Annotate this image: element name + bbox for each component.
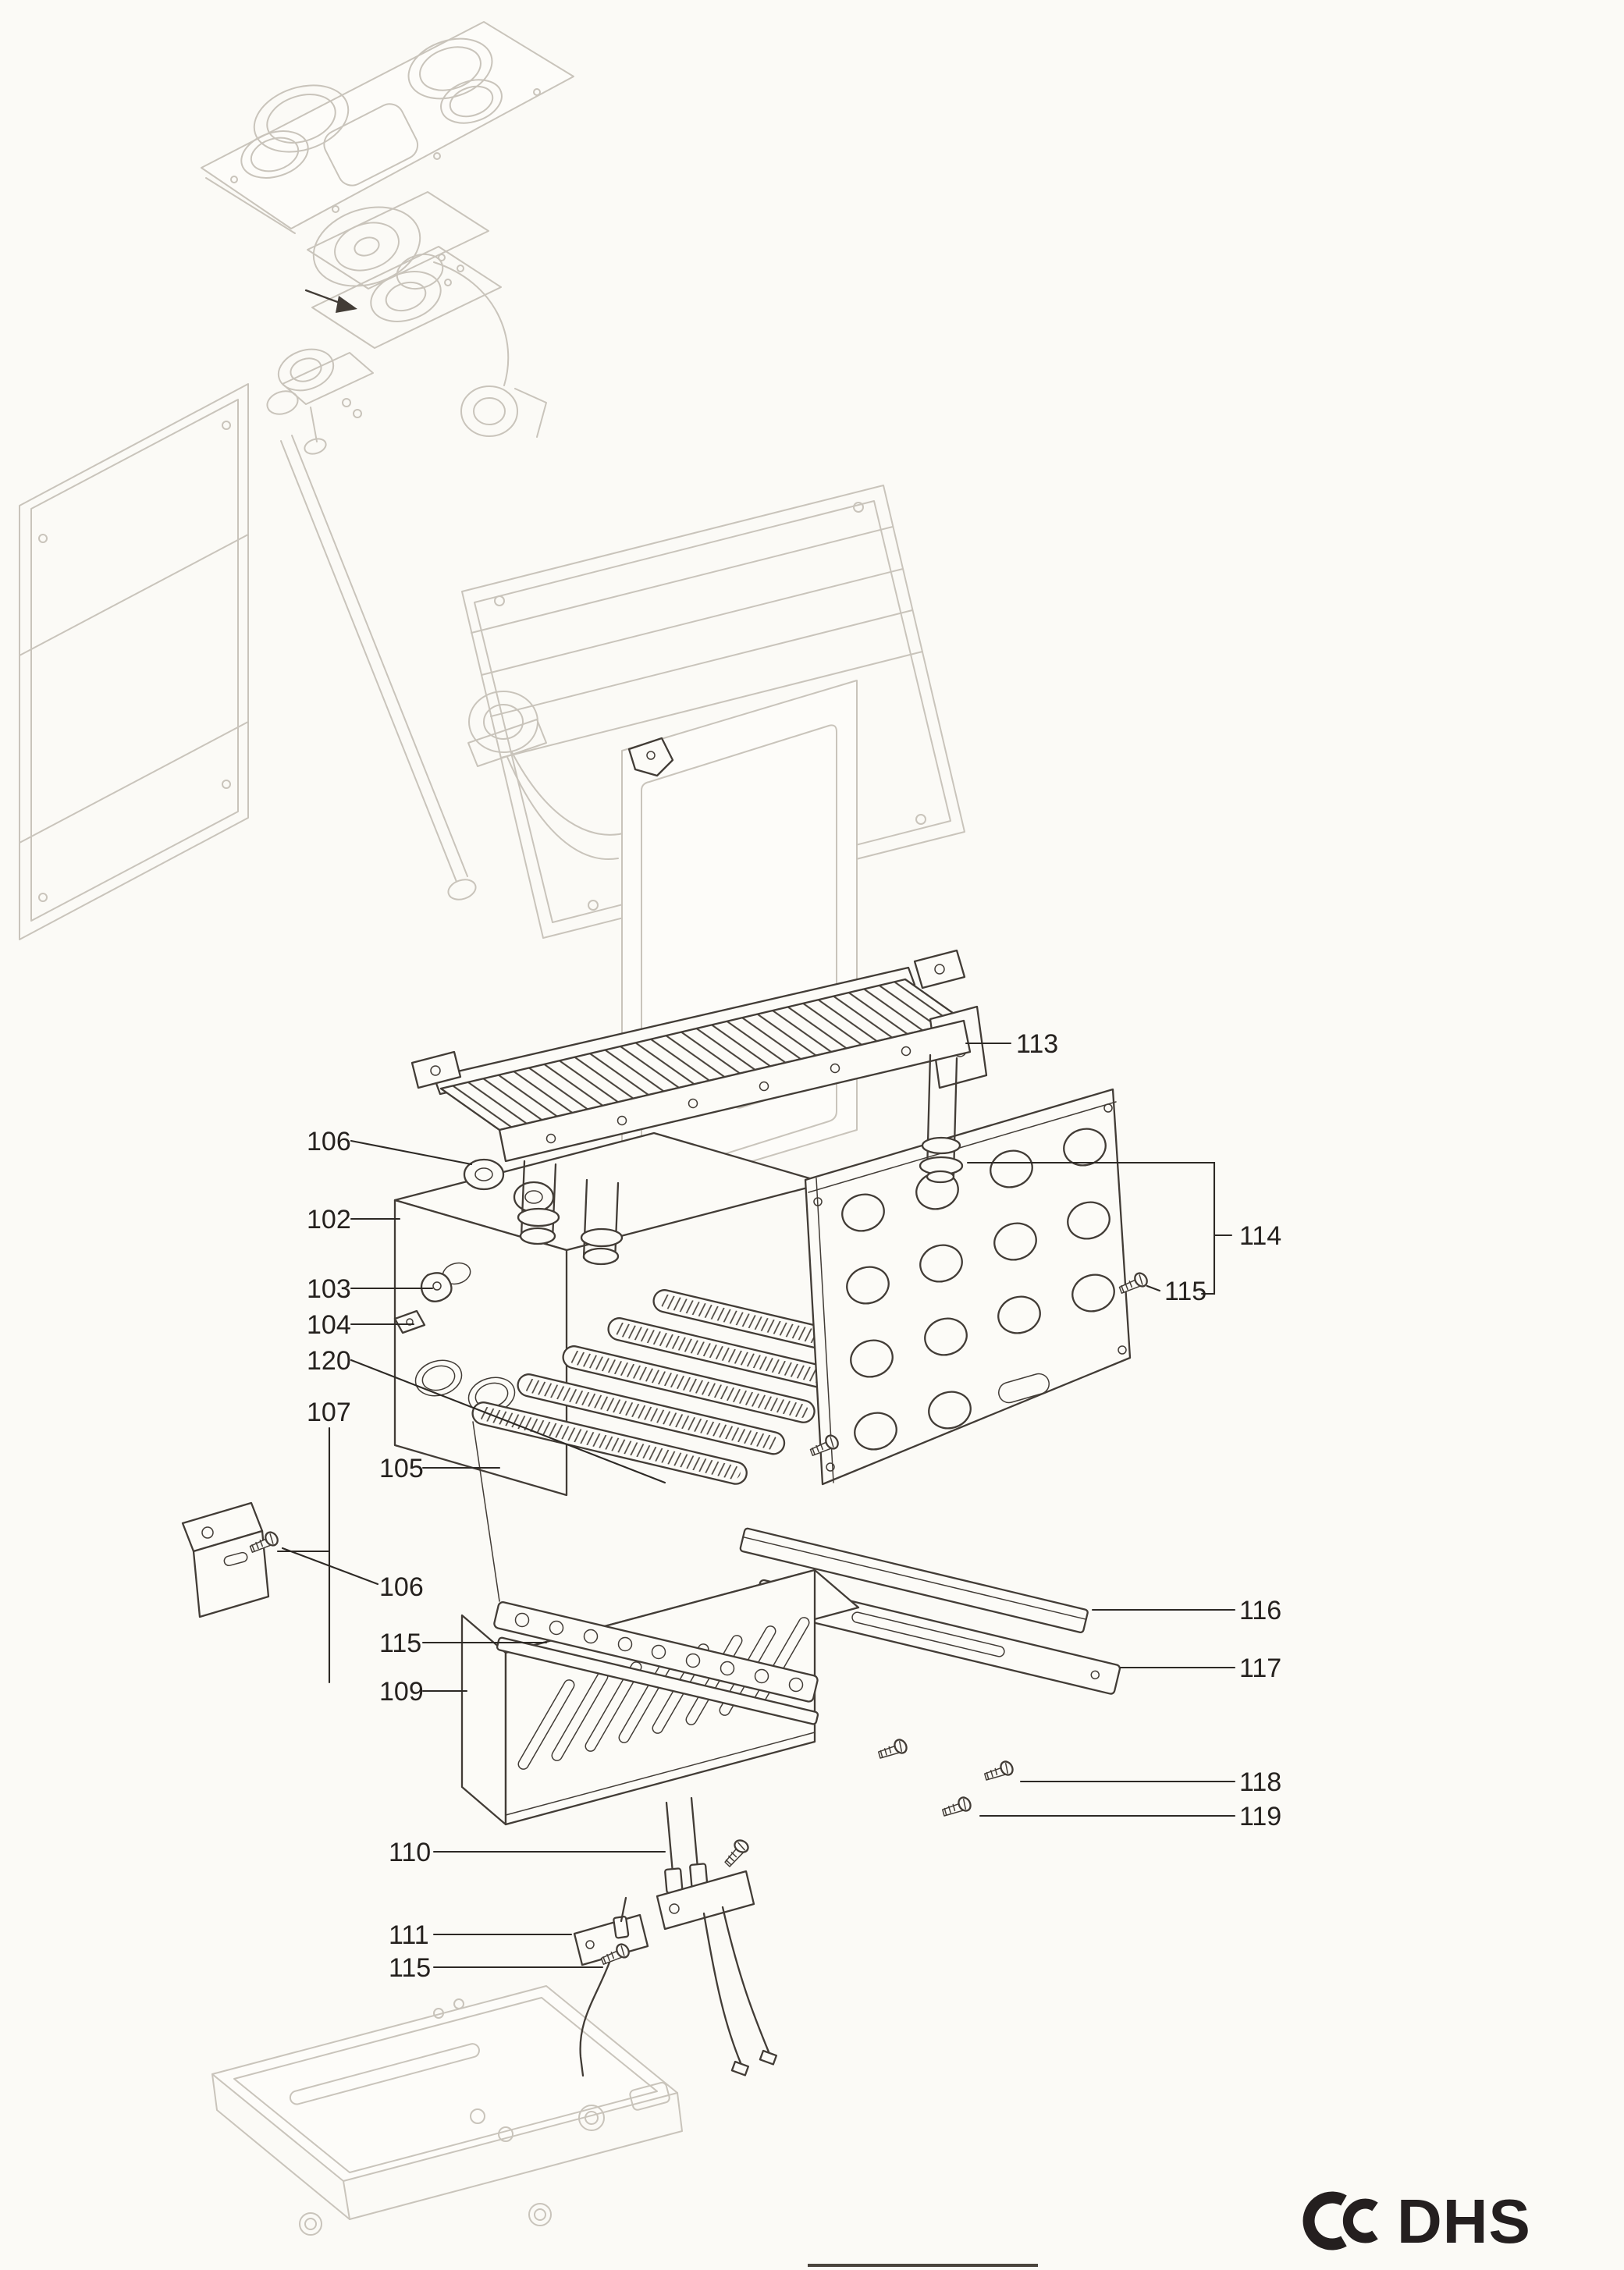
bracket-107-drawing	[181, 1501, 270, 1618]
scan-artifact-line	[808, 2264, 1038, 2267]
callout-label-113: 113	[1016, 1029, 1058, 1059]
callout-label-115-c: 115	[389, 1953, 431, 1983]
leader-106-a	[350, 1139, 473, 1166]
callout-label-120: 120	[307, 1346, 351, 1376]
main-assembly	[181, 289, 1151, 2077]
callout-label-111: 111	[389, 1920, 429, 1950]
callout-label-105: 105	[379, 1454, 424, 1483]
callout-label-118: 118	[1239, 1767, 1281, 1797]
top-lid-panel-drawing	[201, 21, 574, 234]
callout-label-114: 114	[1239, 1221, 1281, 1251]
gas-pipe-drawing	[280, 435, 477, 901]
dhs-logo: DHS	[1302, 2187, 1531, 2256]
clip-104-drawing	[393, 1309, 426, 1334]
ignition-transformer-drawing	[467, 691, 630, 860]
leader-120	[350, 1359, 666, 1484]
callout-label-110: 110	[389, 1838, 431, 1867]
leader-115-b	[1146, 1284, 1161, 1292]
left-side-panel-drawing	[19, 383, 249, 940]
leader-lines	[276, 1042, 1236, 1969]
callout-label-102: 102	[307, 1205, 351, 1234]
callout-label-116: 116	[1239, 1596, 1281, 1625]
clip-103-drawing	[420, 1272, 453, 1302]
callout-label-106-a: 106	[307, 1127, 351, 1156]
door-hinge-bracket-drawing	[627, 737, 674, 777]
heat-exchanger-drawing	[410, 949, 988, 1266]
callout-label-107: 107	[307, 1398, 351, 1427]
callout-label-119: 119	[1239, 1802, 1281, 1831]
callout-label-115-b: 115	[1164, 1277, 1206, 1306]
leader-114-bracket	[966, 1161, 1233, 1295]
burner-assembly-drawing	[471, 1289, 845, 1725]
gas-valve-drawing	[266, 348, 374, 455]
callout-label-103: 103	[307, 1274, 351, 1304]
rear-panel-drawing	[804, 1088, 1132, 1486]
callout-labels: 113 106 102 103 104 120 107 105 106 115 …	[307, 1029, 1281, 1983]
callout-label-106-b: 106	[379, 1572, 424, 1602]
injector-rail-116-drawing	[739, 1527, 1089, 1634]
callout-label-115-a: 115	[379, 1629, 421, 1658]
callout-label-117: 117	[1239, 1654, 1281, 1683]
dhs-double-crescent-icon	[1302, 2191, 1347, 2250]
dhs-logo-text: DHS	[1397, 2187, 1531, 2256]
leader-107	[276, 1426, 331, 1684]
dhs-inner-crescent-icon	[1342, 2198, 1378, 2243]
bottom-tray-drawing	[211, 1985, 683, 2236]
electrode-110-drawing	[656, 1796, 778, 2076]
pressure-switch-drawing	[433, 261, 547, 438]
electrode-111-drawing	[573, 1896, 649, 2077]
flow-pipe-union-drawing	[919, 1053, 964, 1184]
callout-label-109: 109	[379, 1677, 424, 1707]
callout-label-104: 104	[307, 1310, 351, 1340]
leader-106-b	[281, 1547, 379, 1586]
flue-hood-drawing	[461, 485, 965, 939]
reference-arrow-icon	[304, 289, 357, 313]
